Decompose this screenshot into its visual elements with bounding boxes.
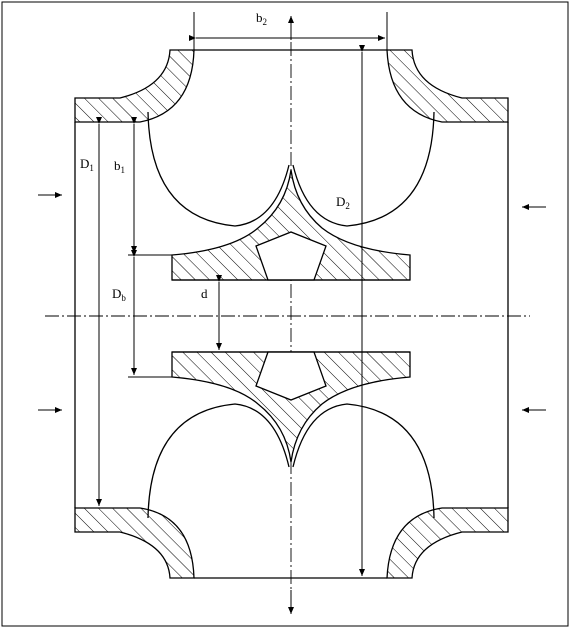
lower-right-blade-curve xyxy=(292,403,435,519)
upper-hub xyxy=(171,169,411,281)
d-label: d xyxy=(201,286,208,301)
bottom-left-shroud xyxy=(74,507,195,579)
lower-left-blade-curve xyxy=(147,403,290,519)
b1-label: b1 xyxy=(114,158,125,175)
top-left-shroud xyxy=(74,49,195,123)
db-label: Db xyxy=(112,286,126,303)
upper-right-blade-curve xyxy=(292,111,435,227)
bottom-right-shroud xyxy=(386,507,509,579)
d2-label: D2 xyxy=(336,194,350,211)
top-right-shroud xyxy=(386,49,509,123)
lower-hub xyxy=(171,351,411,463)
b2-label: b2 xyxy=(256,10,267,27)
d1-label: D1 xyxy=(80,156,94,173)
upper-left-blade-curve xyxy=(147,111,290,227)
